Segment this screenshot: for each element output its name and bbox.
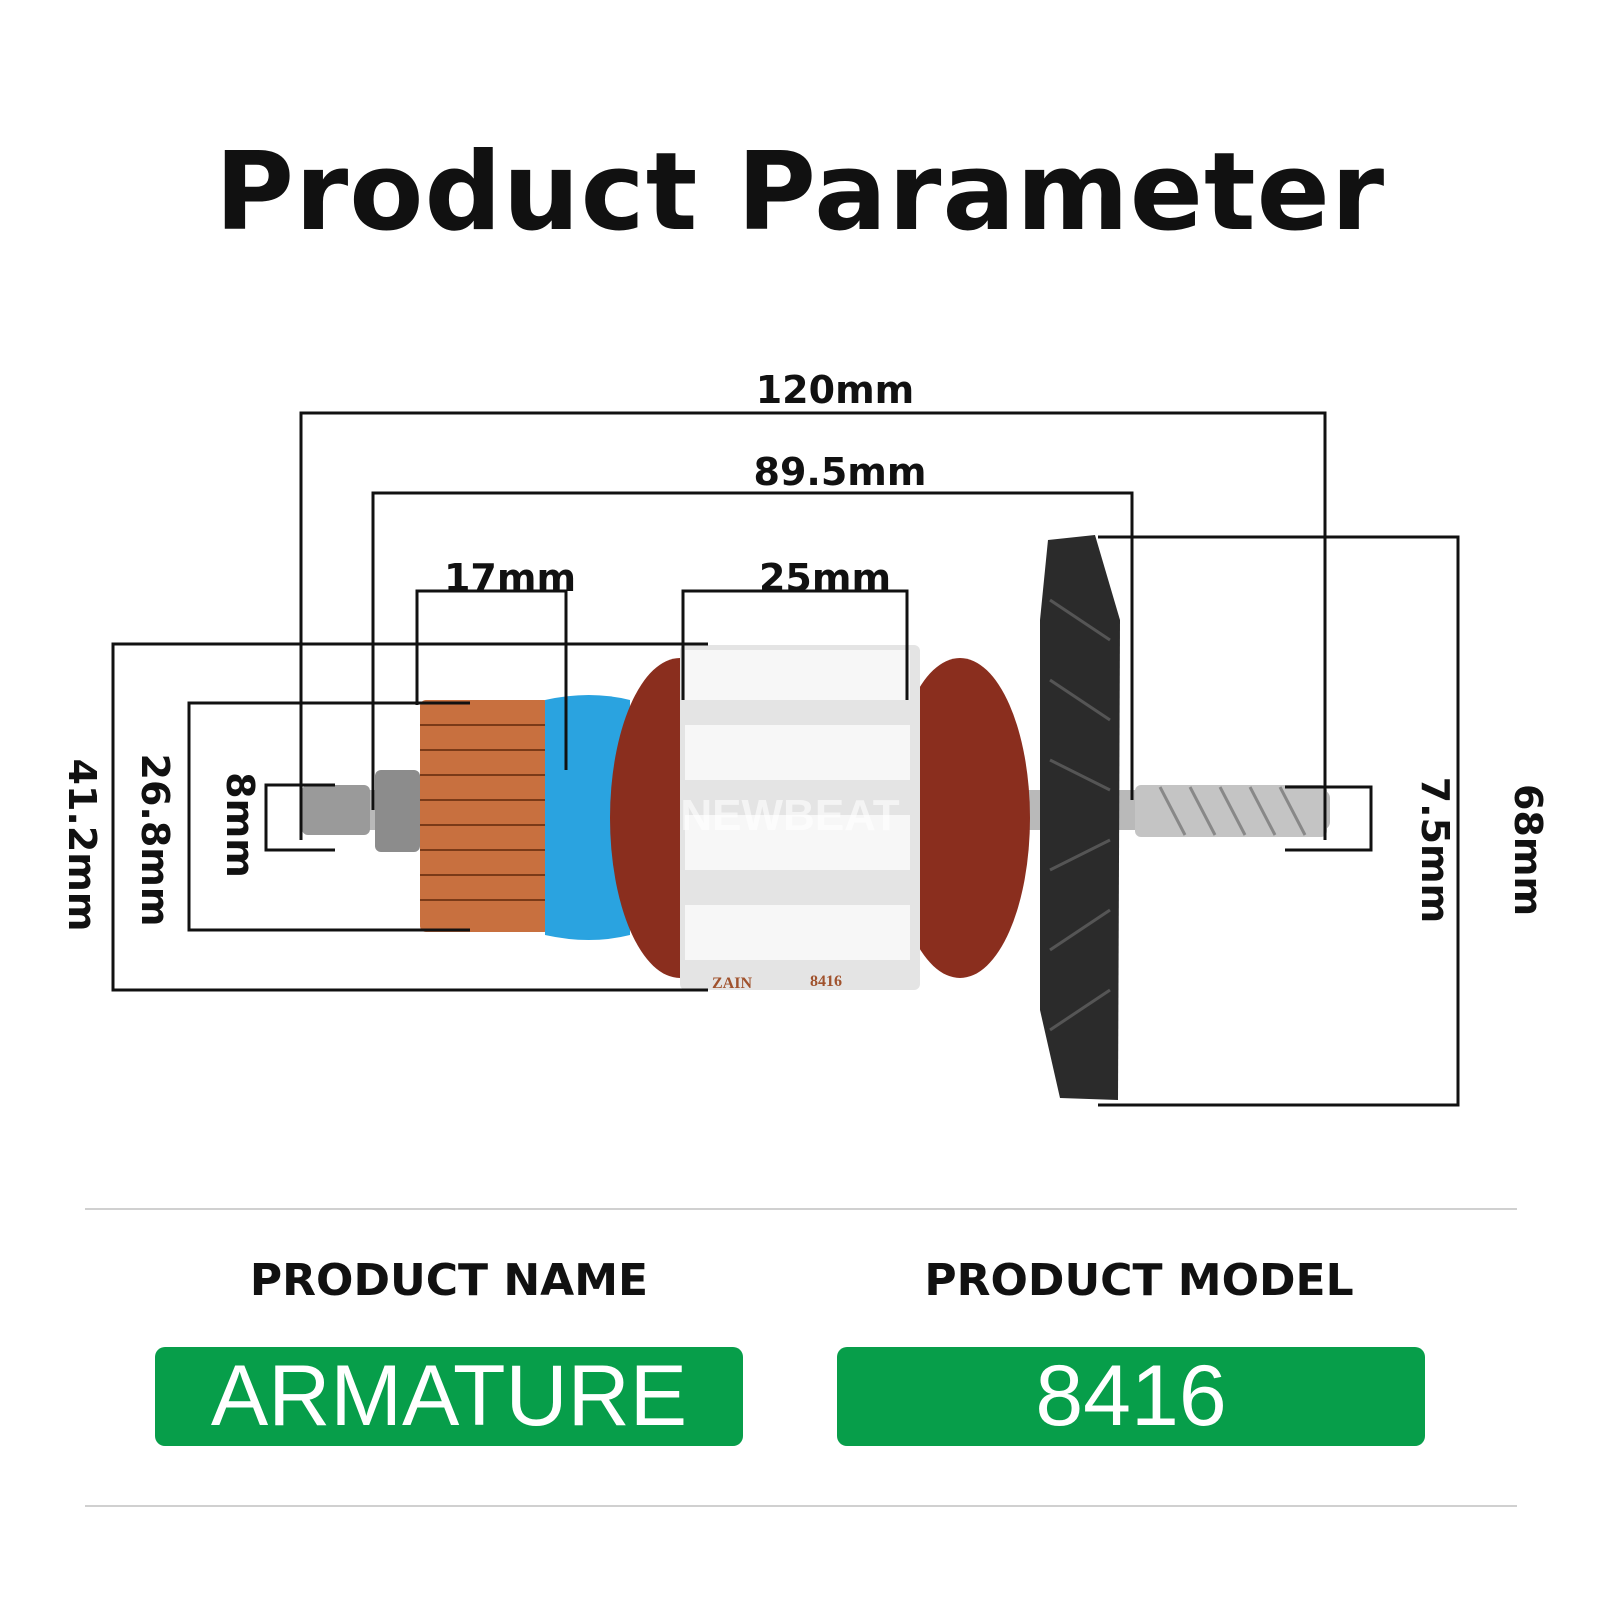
core-diameter-bracket — [111, 642, 708, 992]
product-name-badge: ARMATURE — [155, 1347, 743, 1446]
core-length-label: 25mm — [758, 556, 892, 600]
divider-top — [85, 1208, 1517, 1210]
winding-right — [890, 658, 1030, 978]
body-length-bracket — [371, 491, 1134, 810]
armature-photo: NEWBEAT ZAIN 8416 — [300, 535, 1330, 1100]
overall-length-label: 120mm — [755, 368, 915, 412]
product-name-label: PRODUCT NAME — [249, 1255, 649, 1306]
rear-shaft-label: 8mm — [218, 772, 262, 878]
body-length-label: 89.5mm — [753, 450, 927, 494]
overall-length-bracket — [299, 411, 1327, 840]
fan-diameter-bracket — [1098, 535, 1460, 1107]
rear-shaft-end — [302, 785, 370, 835]
fan — [1040, 535, 1120, 1100]
page-title: Product Parameter — [214, 130, 1386, 255]
fan-diameter-label: 68mm — [1506, 783, 1550, 917]
product-model-label: PRODUCT MODEL — [924, 1255, 1354, 1306]
commutator — [420, 700, 550, 932]
commutator-length-label: 17mm — [443, 556, 577, 600]
commutator-length-bracket — [415, 589, 568, 770]
pinion-bracket — [1285, 785, 1373, 852]
core-diameter-label: 41.2mm — [60, 758, 104, 932]
watermark: NEWBEAT — [680, 791, 899, 840]
core-stamp-model: 8416 — [810, 973, 842, 990]
commutator-diameter-bracket — [187, 701, 470, 932]
rear-shaft-bracket — [264, 783, 335, 852]
bearing-seat — [375, 770, 420, 852]
core-stamp-brand: ZAIN — [712, 975, 752, 992]
dimension-lines — [111, 411, 1460, 1107]
product-model-badge: 8416 — [837, 1347, 1425, 1446]
divider-bottom — [85, 1505, 1517, 1507]
commutator-diameter-label: 26.8mm — [133, 753, 177, 927]
pinion-label: 7.5mm — [1413, 776, 1457, 924]
